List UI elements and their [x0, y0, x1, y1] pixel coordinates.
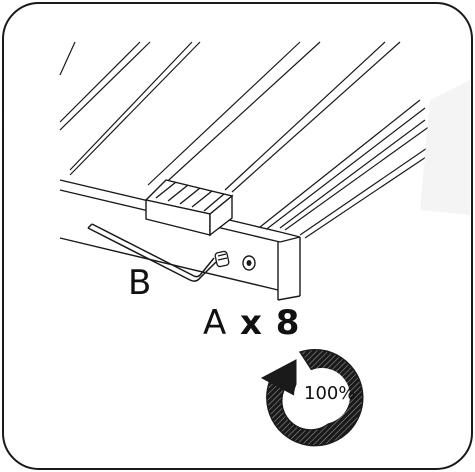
frame-beam	[59, 179, 301, 301]
shadow-area	[420, 80, 470, 215]
torque-label: 100%	[304, 383, 356, 404]
bolt-hole	[242, 255, 256, 271]
part-a-label: A	[203, 303, 227, 343]
allen-key-icon	[87, 223, 217, 282]
part-b-label: B	[128, 263, 152, 303]
quantity-label: x 8	[240, 303, 301, 343]
bolt-icon	[214, 250, 230, 268]
slat-group	[59, 41, 433, 239]
slat-block	[144, 179, 234, 237]
clockwise-rotation-arrow-icon	[260, 349, 364, 447]
